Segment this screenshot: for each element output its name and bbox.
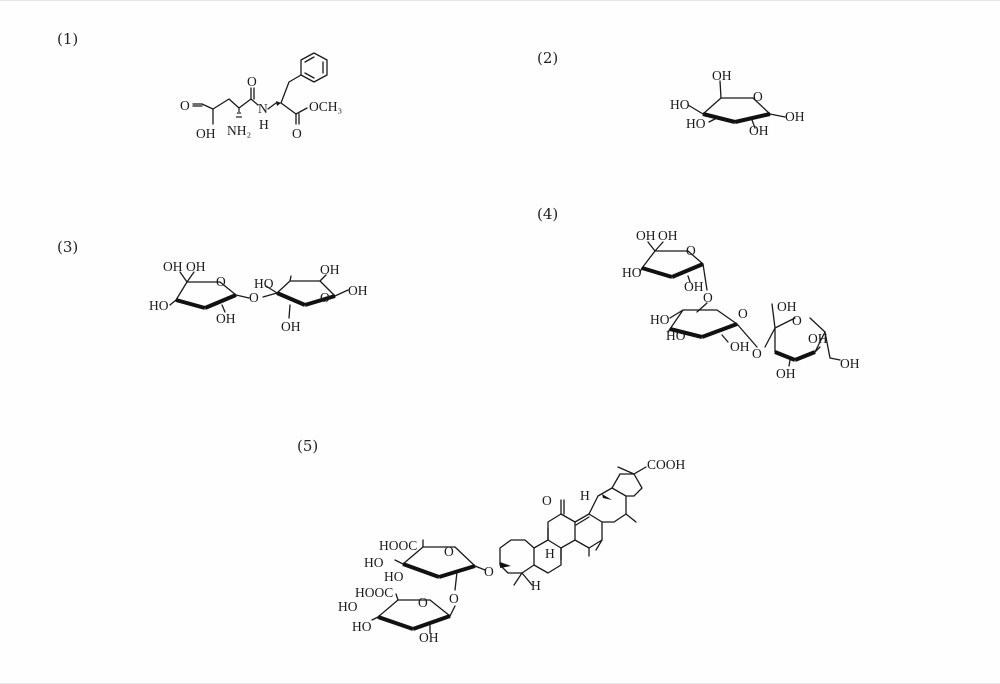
atom-oh: OH [808,331,828,346]
atom-oh: OH [658,228,678,243]
label-2: (2) [537,49,558,67]
atom-oh: OH [163,259,183,274]
atom-oh: OH [419,630,439,645]
atom-oh: OH [840,356,860,371]
atom-ho: HO [666,328,686,343]
atom-o: O [449,591,459,606]
atom-o: O [686,243,696,258]
atom-h: H [545,546,555,561]
atom-ho: HO [149,298,169,313]
atom-oh: OH [216,311,236,326]
atom-n: N [258,101,268,116]
label-3: (3) [57,238,78,256]
atom-ho: HO [686,116,706,131]
molecule-2: OH O HO HO OH OH [670,68,805,138]
atom-o: O [249,290,259,305]
atom-ho: HO [650,312,670,327]
atom-h: H [580,488,590,503]
atom-ho: HO [622,265,642,280]
label-4: (4) [537,205,558,223]
atom-o: O [247,74,257,89]
atom-oh: OH [776,366,796,381]
atom-o: O [738,306,748,321]
atom-o: O [444,544,454,559]
atom-oh: OH [684,279,704,294]
atom-o: O [484,564,494,579]
atom-o: O [320,290,330,305]
atom-oh: OH [196,126,216,141]
atom-o: O [752,346,762,361]
label-1: (1) [57,30,78,48]
molecule-3: OH OH O HO OH O HO OH O OH OH [149,259,368,334]
molecule-1: O OH NH₂ O N H O OCH₃ [180,52,343,141]
atom-ho: HO [338,599,358,614]
atom-oh: OH [320,262,340,277]
label-5: (5) [297,437,318,455]
atom-ho: HO [670,97,690,112]
ring-a [499,539,535,574]
atom-o: O [753,89,763,104]
atom-o: O [216,274,226,289]
atom-oh: OH [749,123,769,138]
atom-o: O [542,493,552,508]
atom-o: O [792,313,802,328]
atom-och3: OCH₃ [309,99,343,114]
atom-oh: OH [281,319,301,334]
atom-oh: OH [785,109,805,124]
atom-o: O [180,98,190,113]
atom-o: O [292,126,302,141]
atom-cooh: COOH [647,457,686,472]
atom-hooc: HOOC [379,538,417,553]
molecule-4: OH OH O HO OH O HO O HO OH O OH O OH OH … [622,228,860,381]
atom-oh: OH [348,283,368,298]
atom-oh: OH [777,299,797,314]
atom-h: H [259,117,269,132]
atom-oh: OH [636,228,656,243]
atom-o: O [703,290,713,305]
atom-ho: HO [364,555,384,570]
molecule-5: COOH O H H H HOOC HO O O HO O HOOC HO O … [338,457,686,645]
atom-oh: OH [730,339,750,354]
atom-h: H [531,578,541,593]
atom-hooc: HOOC [355,585,393,600]
atom-oh: OH [712,68,732,83]
atom-ho: HO [352,619,372,634]
atom-o: O [418,595,428,610]
atom-oh: OH [186,259,206,274]
atom-ho: HO [384,569,404,584]
atom-nh2: NH₂ [227,123,251,138]
atom-ho: HO [254,276,274,291]
